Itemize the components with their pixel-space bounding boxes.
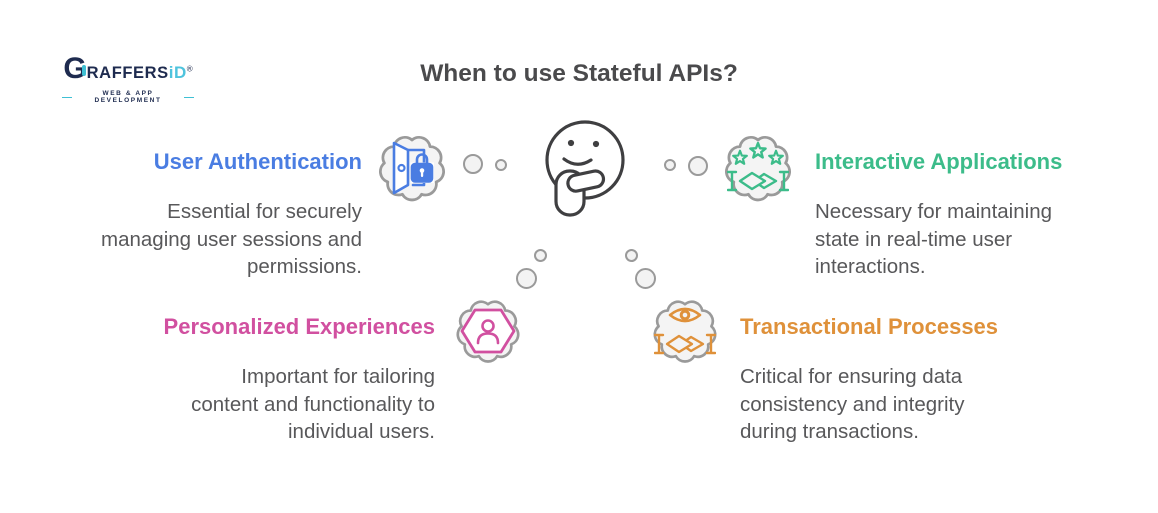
section-description-line: permissions. — [246, 255, 362, 278]
tagline-dash-left — [62, 96, 72, 98]
thought-trail-circle — [495, 159, 507, 171]
thought-trail-circle — [516, 268, 537, 289]
tagline-dash-right — [184, 96, 194, 98]
registered-trademark-symbol: ® — [186, 64, 193, 74]
eye-handshake-icon — [654, 307, 716, 355]
thought-trail-circle — [635, 268, 656, 289]
section-description-line: individual users. — [288, 420, 435, 443]
brand-letter-g: G — [63, 52, 87, 85]
section-personalized-experiences: Personalized Experiences Important for t… — [60, 314, 435, 446]
thought-cloud-interactive-applications — [725, 135, 791, 202]
thought-trail-circle — [664, 159, 676, 171]
section-description-line: Important for tailoring — [241, 365, 435, 388]
section-description-line: content and functionality to — [191, 392, 435, 416]
section-interactive-applications: Interactive Applications Necessary for m… — [815, 149, 1158, 281]
brand-wordmark-raffers: RAFFERS — [86, 64, 169, 82]
thought-trail-circle — [463, 154, 483, 174]
section-description-line: interactions. — [815, 255, 926, 278]
hexagon-person-icon — [460, 308, 516, 354]
section-description-line: Critical for ensuring data — [740, 365, 963, 388]
section-user-authentication: User Authentication Essential for secure… — [17, 149, 362, 281]
brand-wordmark-id: iD — [168, 63, 187, 82]
stars-handshake-icon — [727, 141, 789, 192]
section-heading: Transactional Processes — [740, 314, 999, 339]
thought-trail-circle — [625, 249, 638, 262]
thinking-face-icon — [545, 120, 625, 217]
section-description-line: managing user sessions and — [101, 227, 362, 251]
section-description-line: Necessary for maintaining — [815, 200, 1052, 223]
section-description-line: consistency and integrity — [740, 392, 965, 416]
brand-logo: GRAFFERSiD® WEB & APP DEVELOPMENT — [62, 54, 194, 104]
section-description-line: state in real-time user — [815, 227, 1013, 251]
door-lock-icon — [392, 141, 434, 195]
page-title: When to use Stateful APIs? — [420, 60, 738, 87]
section-heading: Interactive Applications — [815, 149, 1063, 174]
section-description-line: during transactions. — [740, 420, 919, 443]
thought-trail-circle — [534, 249, 547, 262]
brand-tagline: WEB & APP DEVELOPMENT — [62, 90, 194, 104]
brand-tagline-text: WEB & APP DEVELOPMENT — [94, 90, 162, 104]
section-heading: User Authentication — [153, 149, 362, 174]
brand-wordmark: GRAFFERSiD® — [62, 54, 194, 89]
section-description-line: Essential for securely — [167, 200, 362, 223]
section-heading: Personalized Experiences — [163, 314, 435, 339]
thought-trail-circle — [688, 156, 708, 176]
section-transactional-processes: Transactional Processes Critical for ens… — [740, 314, 1115, 446]
